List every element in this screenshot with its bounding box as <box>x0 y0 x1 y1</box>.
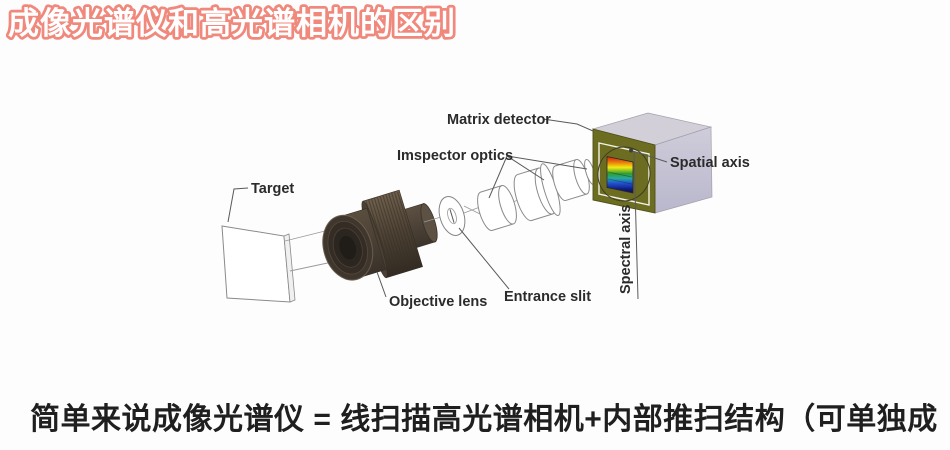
entrance-slit-pointer <box>458 227 510 290</box>
imspector-pointer-1 <box>488 155 508 199</box>
cube-lens-circle <box>597 146 651 202</box>
objective-lens-body <box>322 189 438 281</box>
detector-cube <box>591 112 713 214</box>
optic-cylinder-a <box>477 185 517 231</box>
target-label: Target <box>251 181 294 197</box>
objective-lens-label: Objective lens <box>389 294 487 310</box>
axis-reference-dot <box>629 148 633 153</box>
optic-cylinder-c <box>552 158 590 202</box>
entrance-slit-label: Entrance slit <box>504 289 591 305</box>
target-pointer <box>227 187 249 223</box>
bottom-caption: 简单来说成像光谱仪 = 线扫描高光谱相机+内部推扫结构（可单独成 <box>30 403 938 436</box>
optic-doublet-b <box>513 163 561 222</box>
rainbow-spectrum <box>606 156 634 194</box>
lens-front-glass <box>339 235 357 260</box>
ray-lens-to-slit <box>423 216 442 223</box>
matrix-detector-label: Matrix detector <box>447 112 551 128</box>
matrix-detector-pointer <box>542 118 594 132</box>
slit-mark <box>449 209 455 223</box>
imspector-pointer-3 <box>506 155 588 170</box>
target-plate <box>221 225 296 303</box>
imspector-optics-elements <box>477 158 596 231</box>
target-plate-edge <box>283 233 296 303</box>
imspector-optics-label: Imspector optics <box>397 148 513 164</box>
spectral-absorption-line-2 <box>607 178 633 185</box>
spatial-axis-label: Spatial axis <box>670 155 750 171</box>
spectral-axis-line <box>633 151 639 300</box>
page-title: 成像光谱仪和高光谱相机的区别 <box>8 6 456 41</box>
lens-rear-cap <box>420 203 438 243</box>
imspector-pointer-2 <box>506 155 545 181</box>
spectral-absorption-line-1 <box>607 171 633 178</box>
spatial-axis-pointer <box>632 150 668 163</box>
objective-lens-pointer <box>376 271 387 298</box>
spectral-axis-label: Spectral axis <box>618 205 634 294</box>
entrance-slit-disc <box>438 196 466 236</box>
title-banner: 成像光谱仪和高光谱相机的区别 <box>5 3 458 44</box>
pointer-lines <box>227 118 668 300</box>
